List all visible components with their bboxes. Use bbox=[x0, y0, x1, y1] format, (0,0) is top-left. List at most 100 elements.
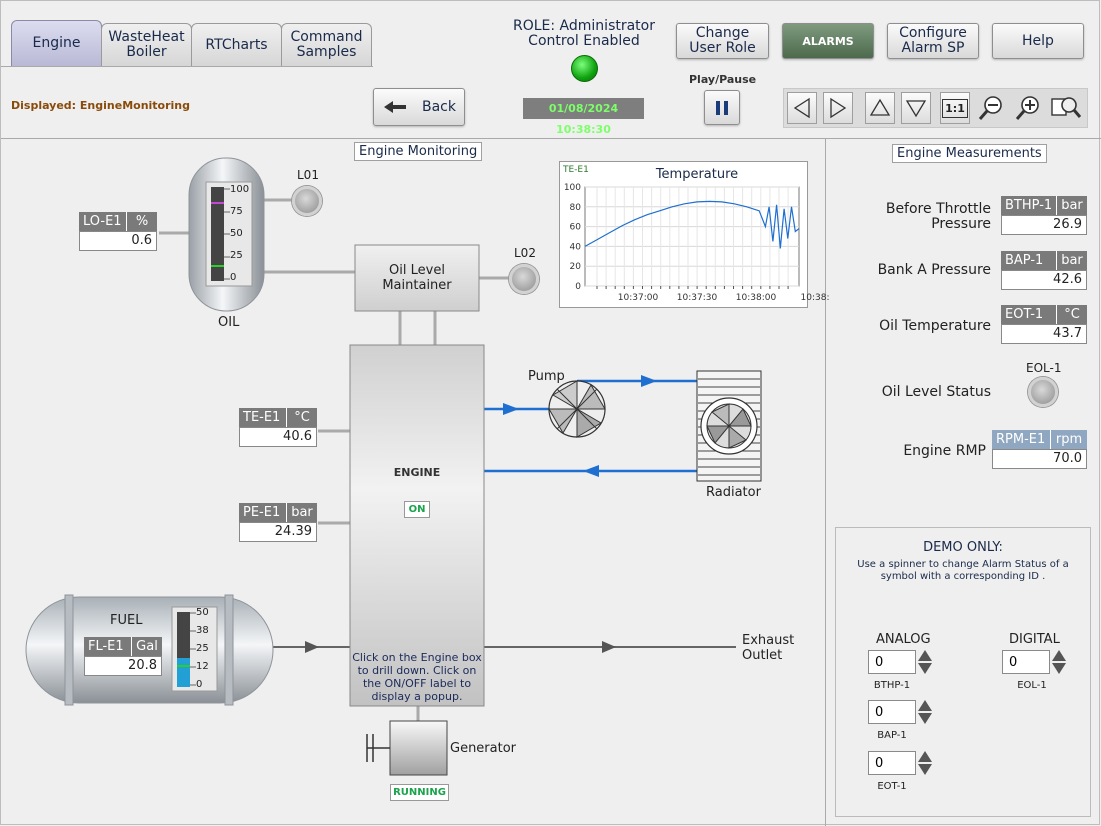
spinner-up-icon[interactable] bbox=[1052, 650, 1066, 661]
tag-unit: % bbox=[135, 214, 149, 229]
spinner-up-icon[interactable] bbox=[918, 650, 932, 661]
back-button[interactable]: Back bbox=[373, 88, 465, 126]
engine-measurements-title: Engine Measurements bbox=[892, 144, 1047, 163]
next-button[interactable] bbox=[823, 92, 853, 124]
tag-unit: bar bbox=[291, 505, 313, 520]
chart-series-line bbox=[584, 200, 800, 249]
tab-wasteheat-boiler[interactable]: WasteHeat Boiler bbox=[101, 23, 192, 66]
down-triangle-icon bbox=[905, 100, 927, 118]
fuel-scale-25: 25 bbox=[196, 643, 209, 654]
radiator-icon bbox=[696, 370, 762, 482]
l02-indicator[interactable] bbox=[509, 264, 539, 294]
zoom-out-button[interactable] bbox=[977, 94, 1005, 126]
zoom-one-label: 1:1 bbox=[942, 98, 968, 118]
spinner-down-icon[interactable] bbox=[918, 713, 932, 724]
eot-1-spinner-label: EOT-1 bbox=[877, 781, 907, 792]
pump-label: Pump bbox=[528, 369, 565, 384]
up-triangle-icon bbox=[869, 98, 891, 116]
tag-name: BAP-1 bbox=[1001, 251, 1057, 270]
role-status: ROLE: Administrator Control Enabled bbox=[501, 19, 667, 49]
zoom-in-button[interactable] bbox=[1014, 94, 1042, 126]
bap-1-spinner[interactable] bbox=[868, 699, 932, 725]
back-arrow-icon bbox=[384, 101, 406, 113]
back-label: Back bbox=[422, 98, 456, 115]
demo-panel bbox=[835, 527, 1091, 817]
zoom-one-to-one-button[interactable]: 1:1 bbox=[940, 92, 970, 124]
help-button[interactable]: Help bbox=[992, 23, 1084, 59]
bthp-1-spinner-input[interactable] bbox=[868, 650, 916, 674]
te-e1-display[interactable]: TE-E1°C 40.6 bbox=[239, 408, 317, 447]
chart-y-tick-label: 100 bbox=[564, 183, 581, 193]
oil-level-status-label: Oil Level Status bbox=[881, 384, 991, 400]
l02-label: L02 bbox=[514, 246, 536, 260]
tag-value: 0.6 bbox=[79, 231, 157, 251]
spinner-up-icon[interactable] bbox=[918, 700, 932, 711]
chart-y-tick-label: 80 bbox=[570, 203, 582, 213]
tag-unit: rpm bbox=[1055, 432, 1083, 447]
eol-1-indicator[interactable] bbox=[1028, 377, 1058, 407]
oil-gauge-scale: 100 75 50 25 0 bbox=[230, 182, 249, 285]
up-button[interactable] bbox=[865, 92, 895, 124]
down-button[interactable] bbox=[901, 92, 931, 124]
generator-status-badge: RUNNING bbox=[390, 784, 449, 801]
change-user-role-button[interactable]: Change User Role bbox=[676, 23, 769, 59]
engine-on-off-toggle[interactable]: ON bbox=[404, 501, 430, 518]
tag-unit: Gal bbox=[136, 639, 158, 654]
lo-e1-display[interactable]: LO-E1% 0.6 bbox=[79, 212, 157, 251]
spinner-up-icon[interactable] bbox=[918, 751, 932, 762]
oil-scale-25: 25 bbox=[230, 250, 243, 261]
configure-alarm-sp-button[interactable]: Configure Alarm SP bbox=[887, 23, 979, 59]
play-pause-label: Play/Pause bbox=[689, 73, 757, 86]
oil-scale-0: 0 bbox=[230, 272, 237, 283]
tab-rtcharts[interactable]: RTCharts bbox=[191, 23, 282, 66]
tag-value: 70.0 bbox=[992, 449, 1087, 469]
bap-1-spinner-input[interactable] bbox=[868, 700, 916, 724]
previous-button[interactable] bbox=[787, 92, 817, 124]
tag-value: 20.8 bbox=[84, 656, 162, 676]
engine-label: ENGINE bbox=[393, 466, 441, 479]
eol-1-spinner-label: EOL-1 bbox=[1017, 680, 1047, 691]
pump-icon bbox=[548, 380, 606, 438]
alarms-button[interactable]: ALARMS bbox=[782, 23, 874, 59]
tag-name: RPM-E1 bbox=[992, 430, 1051, 449]
oil-temperature-label: Oil Temperature bbox=[879, 318, 991, 334]
chart-y-tick-label: 0 bbox=[575, 282, 581, 292]
eot-1-spinner-input[interactable] bbox=[868, 751, 916, 775]
tag-value: 43.7 bbox=[1001, 324, 1087, 344]
oil-level-maintainer-label: Oil Level Maintainer bbox=[382, 263, 452, 293]
chart-y-tick-label: 40 bbox=[570, 242, 582, 252]
l01-indicator[interactable] bbox=[292, 186, 322, 216]
tab-engine[interactable]: Engine bbox=[11, 20, 102, 66]
zoom-in-icon bbox=[1015, 96, 1039, 120]
chart-x-tick-label: 10:38: bbox=[801, 293, 830, 303]
zoom-area-button[interactable] bbox=[1050, 94, 1082, 126]
bthp-1-spinner[interactable] bbox=[868, 649, 932, 675]
engine-monitoring-title: Engine Monitoring bbox=[354, 142, 483, 161]
tab-command-samples[interactable]: Command Samples bbox=[281, 23, 372, 66]
rpm-e1-display[interactable]: RPM-E1 rpm 70.0 bbox=[992, 430, 1087, 469]
chart-x-tick-label: 10:37:30 bbox=[677, 293, 718, 303]
status-indicator-light bbox=[571, 55, 598, 82]
generator-icon bbox=[366, 720, 448, 776]
eot-1-display[interactable]: EOT-1°C 43.7 bbox=[1001, 305, 1087, 344]
analog-label: ANALOG bbox=[876, 632, 931, 647]
play-pause-button[interactable] bbox=[704, 90, 740, 125]
engine-hint-text: Click on the Engine box to drill down. C… bbox=[352, 651, 482, 703]
eol-1-spinner[interactable] bbox=[1002, 649, 1066, 675]
eot-1-spinner[interactable] bbox=[868, 750, 932, 776]
fuel-scale-38: 38 bbox=[196, 625, 209, 636]
spinner-down-icon[interactable] bbox=[1052, 663, 1066, 674]
spinner-down-icon[interactable] bbox=[918, 764, 932, 775]
oil-scale-50: 50 bbox=[230, 228, 243, 239]
eol-1-spinner-input[interactable] bbox=[1002, 650, 1050, 674]
tag-unit: bar bbox=[1061, 198, 1083, 213]
left-triangle-icon bbox=[793, 97, 810, 119]
tag-name: PE-E1 bbox=[239, 503, 287, 522]
chart-plot-area bbox=[584, 186, 800, 287]
spinner-down-icon[interactable] bbox=[918, 663, 932, 674]
